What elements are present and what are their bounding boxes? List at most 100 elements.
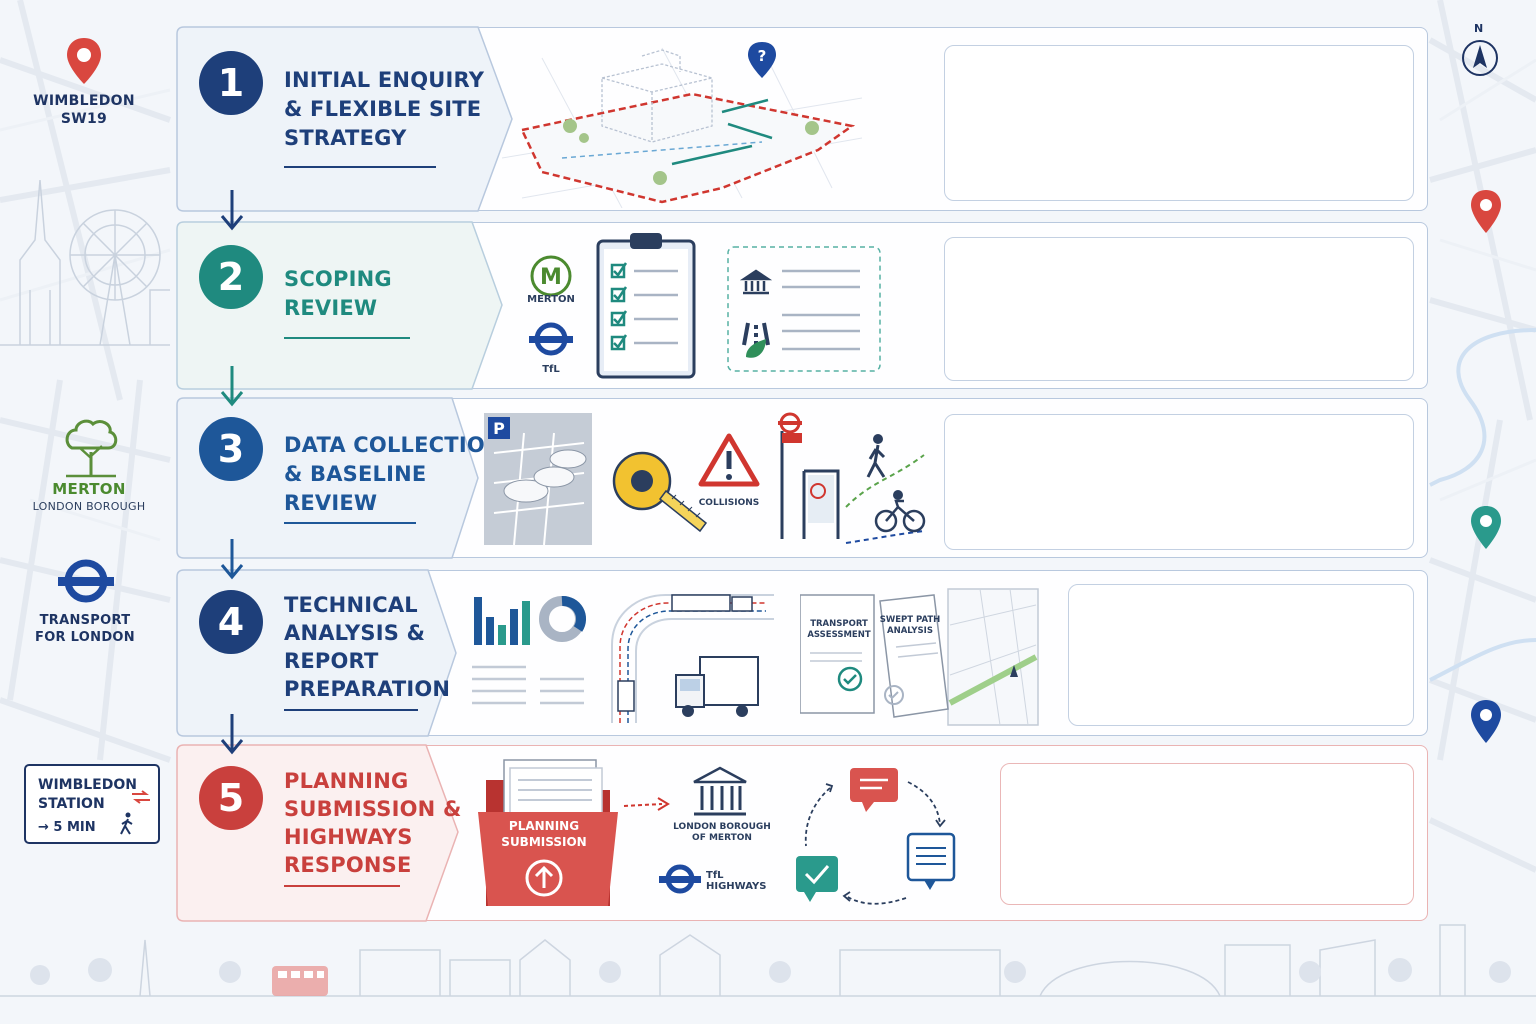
stage-4-title: TECHNICAL ANALYSIS & REPORT PREPARATION	[284, 591, 450, 703]
compass-icon	[1462, 40, 1498, 76]
stage-5-title-line4: RESPONSE	[284, 853, 412, 877]
bus-stop-walk-cycle-illustration	[778, 412, 926, 544]
stage-5-notes-panel	[1000, 763, 1414, 905]
swept-path-road-illustration	[611, 594, 774, 723]
tfl-roundel-icon	[529, 322, 573, 356]
stage-4-number: 4	[199, 590, 263, 654]
stage-3-title-line2: & BASELINE	[284, 462, 427, 486]
stage-5: 5 PLANNING SUBMISSION & HIGHWAYS RESPONS…	[176, 744, 1428, 922]
council-line2: OF MERTON	[692, 833, 752, 843]
stage-1-notes-panel	[944, 45, 1414, 201]
folder-line2: SUBMISSION	[501, 835, 587, 849]
stage-2: 2 SCOPING REVIEW M MERTON TfL	[176, 221, 1428, 390]
planning-folder-icon	[478, 759, 618, 906]
stage-1-number: 1	[199, 51, 263, 115]
tfl-highways-label: TfL HIGHWAYS	[706, 870, 770, 892]
tfl-line1: TRANSPORT	[39, 613, 131, 628]
flow-arrow-1-2	[220, 190, 244, 231]
station-line2: STATION	[38, 796, 105, 812]
doc2-line1: SWEPT PATH	[879, 615, 941, 625]
stage-3-notes-panel	[944, 414, 1414, 550]
flow-arrow-3-4	[220, 539, 244, 580]
stage-5-title-line1: PLANNING	[284, 769, 409, 793]
stage-2-underline	[284, 337, 410, 339]
walking-person-icon	[120, 812, 133, 835]
flow-arrow-2-3	[220, 366, 244, 407]
merton-tree-icon	[65, 419, 118, 478]
merton-council-label: LONDON BOROUGH OF MERTON	[672, 822, 772, 844]
stage-2-merton-label: MERTON	[527, 294, 575, 305]
tfl-roundel-icon	[659, 864, 701, 894]
location-pin-icon	[1471, 700, 1501, 743]
stage-2-tfl-label: TfL	[542, 364, 560, 375]
doc2-line2: ANALYSIS	[887, 626, 933, 636]
stage-1-title-line2: & FLEXIBLE SITE	[284, 97, 482, 121]
warning-triangle-icon	[698, 433, 760, 487]
swept-path-analysis-label: SWEPT PATH ANALYSIS	[878, 615, 942, 637]
stage-3-number: 3	[199, 417, 263, 481]
council-line1: LONDON BOROUGH	[673, 822, 771, 832]
tfl-roundel-icon	[58, 559, 114, 603]
council-building-icon	[693, 766, 747, 816]
stage-5-title-line3: HIGHWAYS	[284, 825, 413, 849]
doc1-line1: TRANSPORT	[810, 619, 868, 629]
stage-2-title: SCOPING REVIEW	[284, 265, 392, 323]
transport-assessment-label: TRANSPORT ASSESSMENT	[804, 619, 874, 641]
stage-4-notes-panel	[1068, 584, 1414, 726]
stage-5-title: PLANNING SUBMISSION & HIGHWAYS RESPONSE	[284, 767, 461, 879]
tfl-highways-line1: TfL	[706, 870, 724, 881]
analysis-charts-icon	[472, 596, 587, 705]
stage-3-title-line1: DATA COLLECTION	[284, 433, 503, 457]
stage-1-underline	[284, 166, 436, 168]
site-plan-illustration: ?	[502, 42, 862, 208]
stage-4-title-line4: PREPARATION	[284, 677, 451, 701]
parking-sign-label: P	[493, 419, 505, 438]
stage-4: 4 TECHNICAL ANALYSIS & REPORT PREPARATIO…	[176, 569, 1428, 737]
flow-arrow-4-5	[220, 714, 244, 755]
clipboard-checklist-icon	[596, 233, 696, 379]
station-time: → 5 MIN	[38, 820, 96, 835]
tfl-label: TRANSPORT FOR LONDON	[14, 612, 156, 646]
svg-text:M: M	[540, 265, 562, 290]
stage-5-number: 5	[199, 766, 263, 830]
svg-text:?: ?	[758, 47, 767, 65]
merton-label: MERTON	[52, 480, 126, 498]
stage-4-title-line3: REPORT	[284, 649, 379, 673]
stage-4-title-line2: ANALYSIS &	[284, 621, 426, 645]
stage-2-title-line2: REVIEW	[284, 296, 378, 320]
stage-1-title-line1: INITIAL ENQUIRY	[284, 68, 485, 92]
collisions-label: COLLISIONS	[698, 498, 760, 508]
compass-north-label: N	[1474, 22, 1484, 35]
station-line1: WIMBLEDON	[38, 777, 137, 793]
location-pin-icon	[1471, 506, 1501, 549]
location-line1: WIMBLEDON	[33, 93, 135, 109]
stage-3-title-line3: REVIEW	[284, 491, 378, 515]
parking-illustration: P	[484, 413, 592, 545]
stage-3-title: DATA COLLECTION & BASELINE REVIEW	[284, 431, 503, 518]
merton-logo-icon: M	[530, 255, 572, 297]
station-sign: WIMBLEDON STATION → 5 MIN	[24, 764, 160, 844]
location-label: WIMBLEDON SW19	[24, 92, 144, 128]
rail-icon	[132, 790, 150, 804]
stage-5-title-line2: SUBMISSION &	[284, 797, 462, 821]
folder-line1: PLANNING	[508, 819, 580, 833]
tape-measure-icon	[612, 451, 708, 533]
stage-3-underline	[284, 522, 416, 524]
planning-submission-label: PLANNING SUBMISSION	[488, 818, 600, 850]
location-pin-icon	[67, 38, 101, 84]
consultation-cycle-icon	[796, 768, 956, 905]
stage-1-title-line3: STRATEGY	[284, 126, 407, 150]
doc1-line2: ASSESSMENT	[807, 630, 871, 640]
location-line2: SW19	[60, 111, 108, 127]
tfl-highways-line2: HIGHWAYS	[706, 881, 767, 892]
stage-2-title-line1: SCOPING	[284, 267, 392, 291]
stage-4-underline	[284, 709, 418, 711]
assessment-topics-panel	[727, 246, 881, 372]
stage-1-title: INITIAL ENQUIRY & FLEXIBLE SITE STRATEGY	[284, 66, 484, 153]
stage-1: 1 INITIAL ENQUIRY & FLEXIBLE SITE STRATE…	[176, 26, 1428, 212]
tfl-line2: FOR LONDON	[35, 630, 135, 645]
stage-4-title-line1: TECHNICAL	[284, 593, 418, 617]
location-pin-icon	[1471, 190, 1501, 233]
submit-arrow-icon	[623, 797, 670, 811]
